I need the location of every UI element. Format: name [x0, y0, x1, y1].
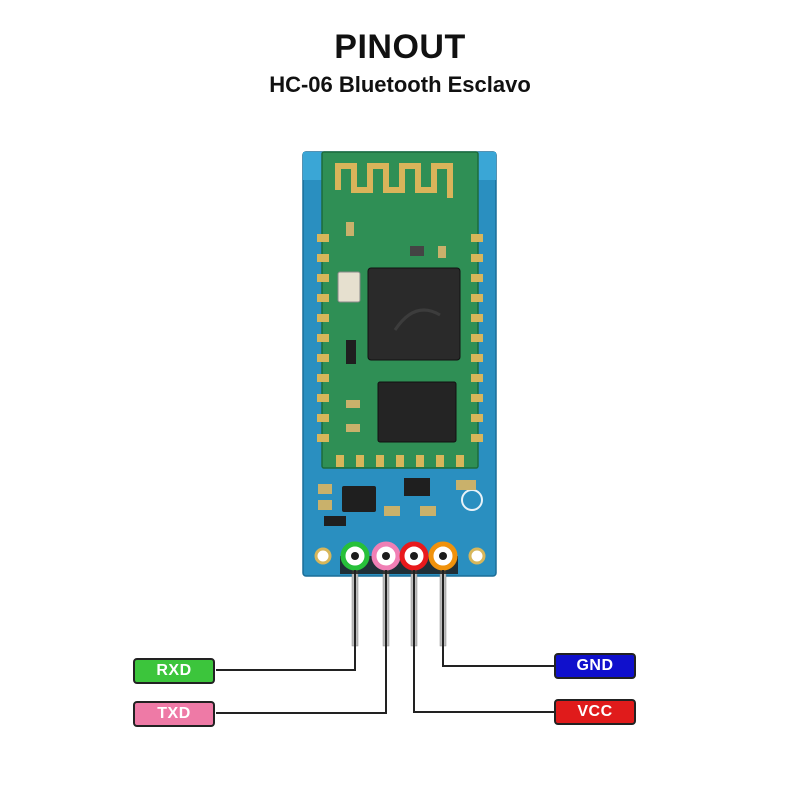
smd-components-bottom — [318, 478, 483, 526]
mounting-hole-left — [314, 547, 332, 565]
diagram-title: PINOUT — [334, 28, 466, 66]
pin-label-txd: TXD — [133, 701, 215, 727]
diagram-subtitle: HC-06 Bluetooth Esclavo — [269, 72, 531, 97]
pads-left — [317, 234, 329, 442]
crystal — [337, 271, 361, 303]
line-vcc — [413, 570, 554, 713]
pin-label-rxd: RXD — [133, 658, 215, 684]
pads-right — [471, 234, 483, 442]
pin-label-vcc: VCC — [554, 699, 636, 725]
line-gnd — [442, 570, 554, 667]
flash-chip — [377, 381, 457, 443]
smd-components-top — [346, 222, 446, 432]
mounting-hole-right — [468, 547, 486, 565]
connector-lines — [216, 570, 554, 714]
pads-bottom — [336, 455, 464, 467]
line-rxd — [216, 570, 356, 671]
antenna-trace — [335, 163, 453, 198]
pin-label-gnd: GND — [554, 653, 636, 679]
bluetooth-chip — [367, 267, 461, 361]
line-txd — [216, 570, 387, 714]
header-plastic — [340, 556, 458, 574]
